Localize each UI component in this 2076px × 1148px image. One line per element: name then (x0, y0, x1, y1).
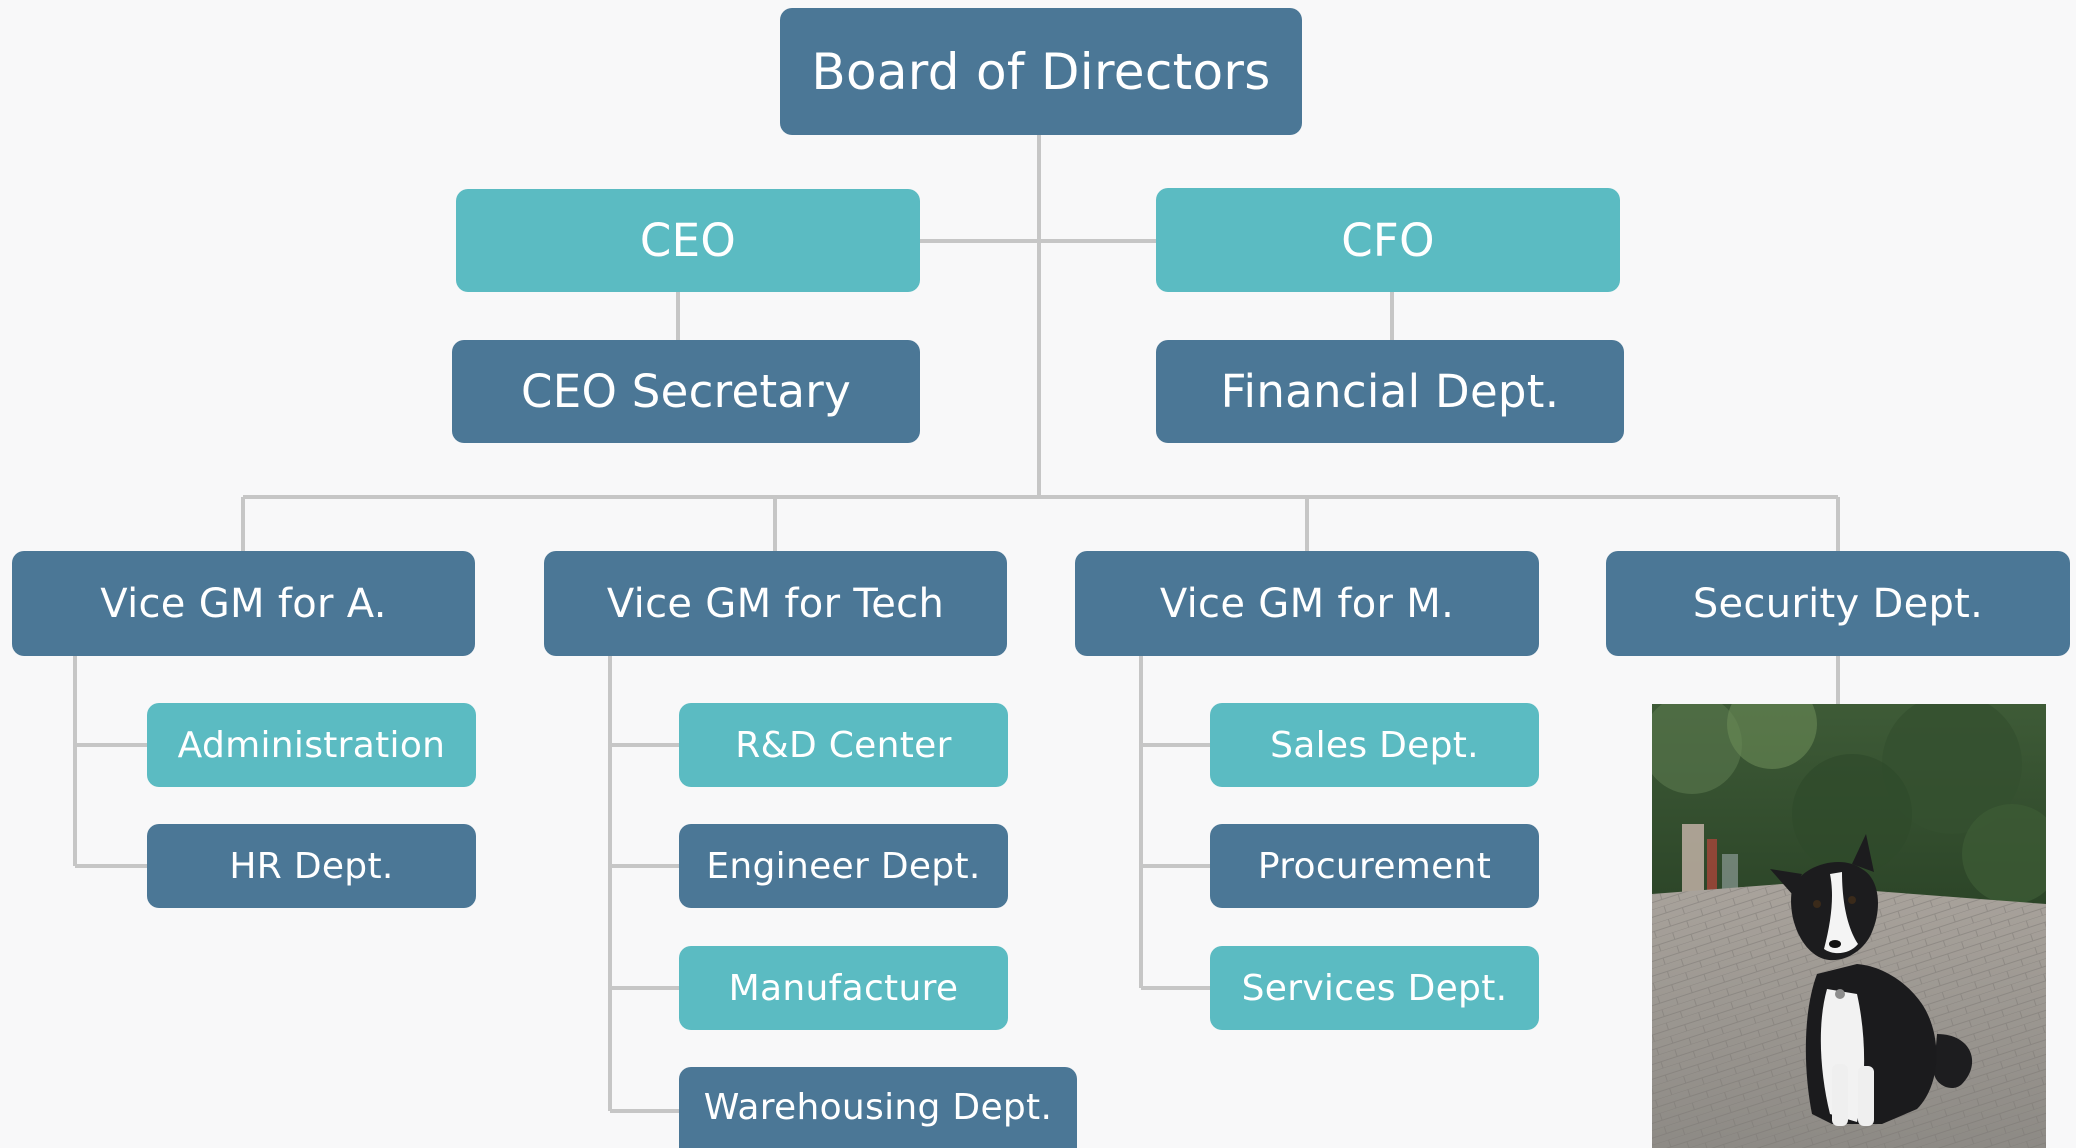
procurement-box: Procurement (1210, 824, 1539, 908)
board-of-directors-box: Board of Directors (780, 8, 1302, 135)
warehousing-dept-label: Warehousing Dept. (703, 1087, 1053, 1128)
financial-dept-label: Financial Dept. (1220, 365, 1560, 418)
security-dept-label: Security Dept. (1692, 580, 1984, 627)
vice-gm-a-label: Vice GM for A. (100, 580, 387, 627)
sales-dept-box: Sales Dept. (1210, 703, 1539, 787)
engineer-dept-box: Engineer Dept. (679, 824, 1008, 908)
ceo-box: CEO (456, 189, 920, 292)
services-dept-label: Services Dept. (1241, 967, 1508, 1009)
dog-photo-image (1652, 704, 2046, 1148)
dog-figure (1770, 834, 1973, 1126)
services-dept-box: Services Dept. (1210, 946, 1539, 1030)
dog-photo (1652, 704, 2046, 1148)
board-of-directors-label: Board of Directors (811, 42, 1271, 101)
manufacture-label: Manufacture (728, 967, 959, 1009)
engineer-dept-label: Engineer Dept. (706, 845, 981, 887)
vice-gm-tech-box: Vice GM for Tech (544, 551, 1007, 656)
ceo-label: CEO (639, 214, 737, 267)
manufacture-box: Manufacture (679, 946, 1008, 1030)
financial-dept-box: Financial Dept. (1156, 340, 1624, 443)
rd-center-label: R&D Center (735, 724, 952, 766)
rd-center-box: R&D Center (679, 703, 1008, 787)
warehousing-dept-box: Warehousing Dept. (679, 1067, 1077, 1148)
sales-dept-label: Sales Dept. (1270, 724, 1479, 766)
vice-gm-a-box: Vice GM for A. (12, 551, 475, 656)
cfo-box: CFO (1156, 188, 1620, 292)
ceo-secretary-label: CEO Secretary (520, 365, 852, 418)
security-dept-box: Security Dept. (1606, 551, 2070, 656)
vice-gm-m-box: Vice GM for M. (1075, 551, 1539, 656)
administration-label: Administration (177, 724, 446, 766)
ceo-secretary-box: CEO Secretary (452, 340, 920, 443)
vice-gm-tech-label: Vice GM for Tech (606, 580, 945, 627)
hr-dept-box: HR Dept. (147, 824, 476, 908)
hr-dept-label: HR Dept. (229, 845, 394, 887)
administration-box: Administration (147, 703, 476, 787)
vice-gm-m-label: Vice GM for M. (1159, 580, 1455, 627)
cfo-label: CFO (1341, 213, 1435, 267)
procurement-label: Procurement (1257, 845, 1492, 887)
